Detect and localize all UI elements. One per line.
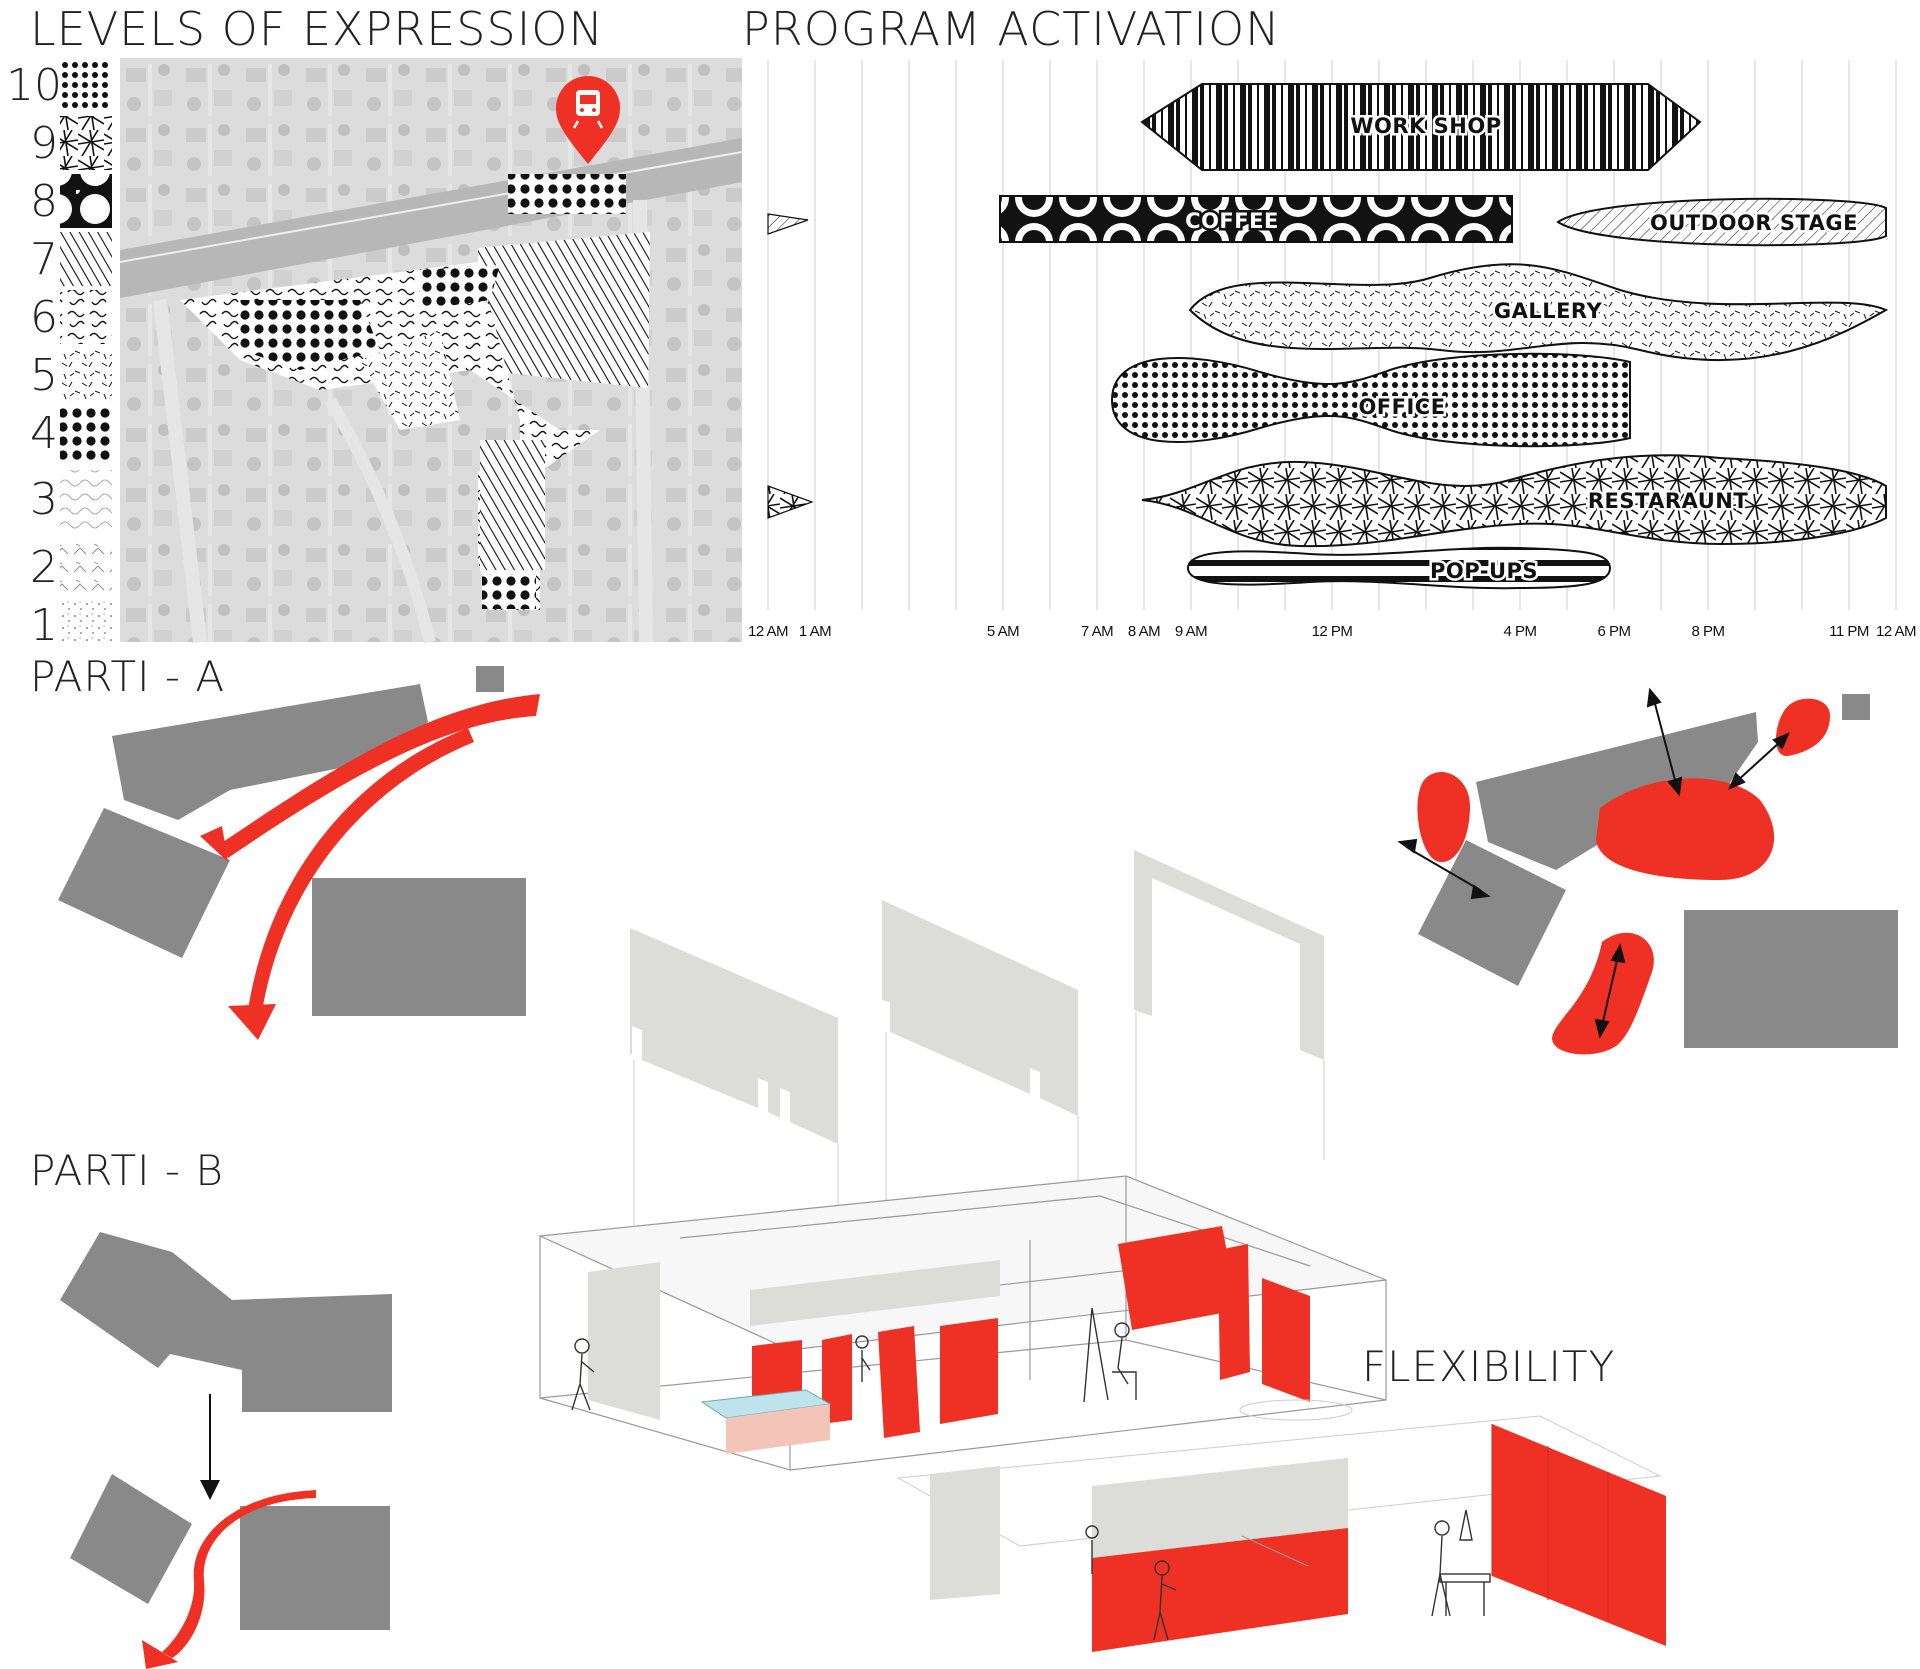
levels-of-expression-title: LEVELS OF EXPRESSION [30,2,604,56]
level-number: 7 [30,234,58,285]
parti-b-title: PARTI - B [30,1146,224,1195]
program-bar-restaurant: RESTARAUNT [1141,454,1887,548]
parti-a-program-diagram [1397,687,1898,1055]
level-number: 4 [30,408,58,459]
axonometric-building [537,1175,1387,1471]
time-label: 5 AM [987,623,1019,640]
level-number: 6 [30,292,58,343]
levels-legend [60,58,112,642]
svg-text:POP-UPS: POP-UPS [1430,559,1538,583]
time-label: 12 PM [1312,623,1353,640]
parti-a-diagram [58,666,540,1040]
time-label: 8 AM [1128,623,1160,640]
program-bar-office: OFFICE [1110,352,1631,448]
early-activation-mark [767,485,814,519]
program-activation-title: PROGRAM ACTIVATION [742,2,1281,56]
parti-a-title: PARTI - A [30,652,226,701]
time-label: 12 AM [1876,623,1916,640]
svg-text:COFFEE: COFFEE [1185,209,1279,233]
parti-b-diagram [60,1232,392,1669]
level-number: 8 [30,176,58,227]
time-label: 4 PM [1503,623,1536,640]
flexibility-scene [896,1415,1666,1652]
program-bar-coffee: COFFEE [999,195,1513,243]
level-number: 2 [30,542,58,593]
double-arrow-icon [1397,687,1790,1039]
svg-text:GALLERY: GALLERY [1494,299,1603,323]
time-label: 8 PM [1691,623,1724,640]
map-pin-train-icon [556,76,620,164]
time-label: 6 PM [1597,623,1630,640]
timeline-axis: 12 AM 1 AM 5 AM 7 AM 8 AM 9 AM 12 PM 4 P… [748,623,1917,640]
site-aerial-map [119,58,743,644]
svg-text:OFFICE: OFFICE [1358,395,1445,419]
program-bar-workshop: WORK SHOP [1140,83,1702,171]
time-label: 12 AM [748,623,788,640]
program-bar-outdoor-stage: OUTDOOR STAGE [1556,197,1887,247]
level-number: 1 [30,600,58,651]
level-number: 10 [6,60,62,111]
flexibility-title: FLEXIBILITY [1362,1342,1616,1391]
program-bar-gallery: GALLERY [1188,263,1889,362]
time-label: 11 PM [1829,623,1869,640]
person-figure [1085,1509,1491,1641]
program-bar-popups: POP-UPS [1186,546,1612,590]
early-activation-mark [767,213,809,235]
level-number: 3 [30,474,58,525]
person-figure [571,1307,1137,1411]
svg-text:RESTARAUNT: RESTARAUNT [1588,489,1748,513]
svg-text:OUTDOOR STAGE: OUTDOOR STAGE [1650,211,1858,235]
svg-text:WORK SHOP: WORK SHOP [1350,114,1501,138]
level-number: 5 [30,350,58,401]
time-label: 7 AM [1081,623,1113,640]
time-label: 1 AM [799,623,831,640]
level-number: 9 [30,118,58,169]
time-label: 9 AM [1175,623,1207,640]
